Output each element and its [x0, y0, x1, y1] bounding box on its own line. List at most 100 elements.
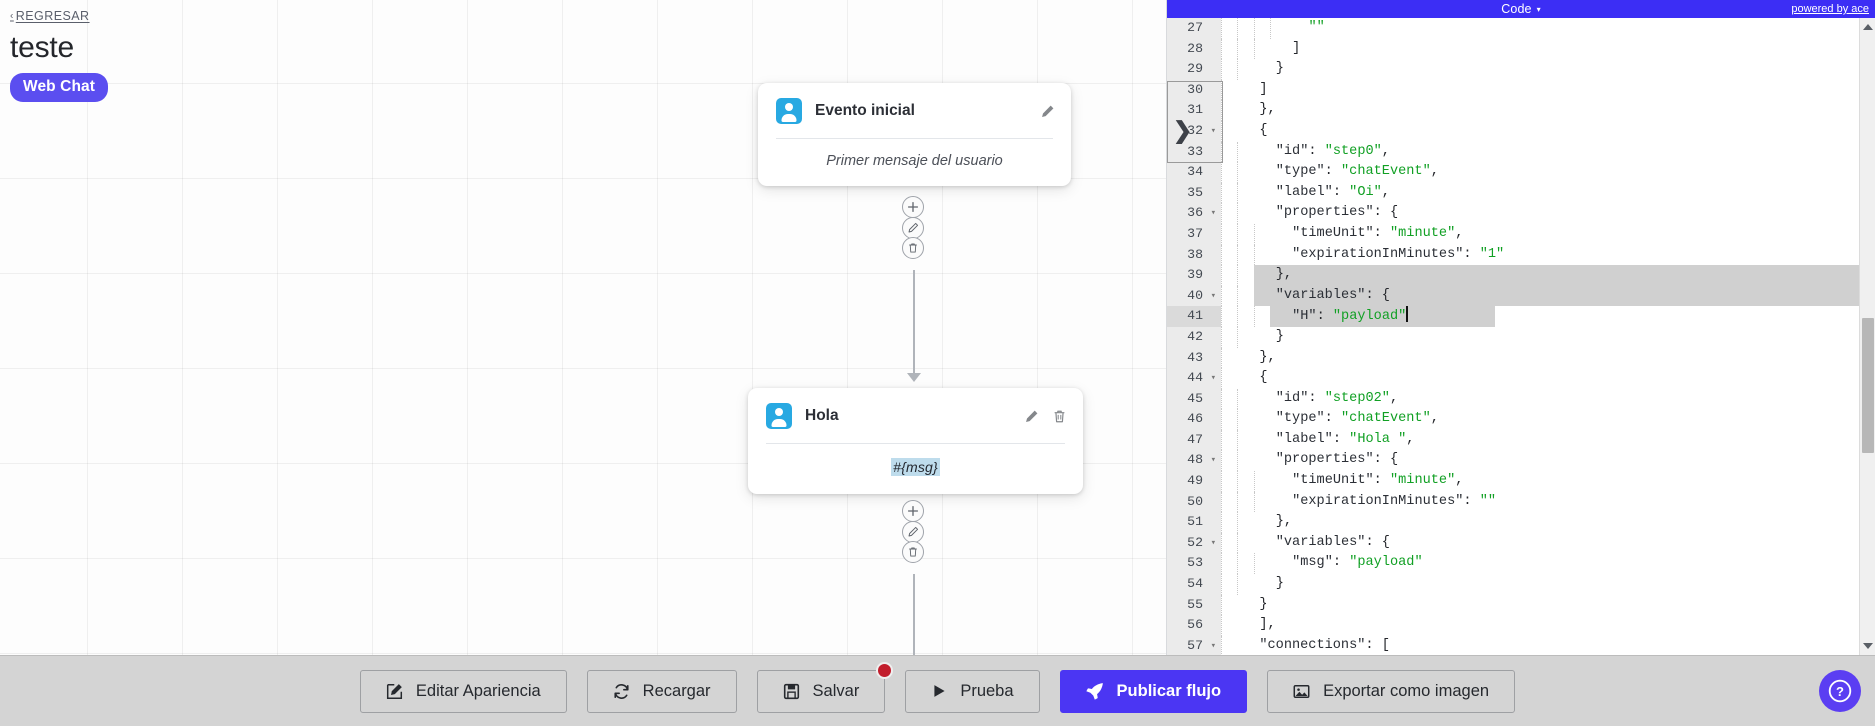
code-text-area[interactable]: 27""28]29}30]31},32▾{33"id": "step0",34"… — [1167, 18, 1875, 655]
line-number: 41 — [1167, 306, 1221, 327]
flow-node-evento-inicial[interactable]: Evento inicial Primer mensaje del usuari… — [758, 83, 1071, 186]
code-line[interactable]: 37"timeUnit": "minute", — [1167, 223, 1875, 245]
add-node-button[interactable] — [902, 196, 924, 218]
code-line[interactable]: 53"msg": "payload" — [1167, 553, 1875, 575]
back-link[interactable]: ‹REGRESAR — [10, 9, 90, 23]
scroll-up-arrow[interactable] — [1862, 24, 1873, 30]
code-line[interactable]: 36▾"properties": { — [1167, 203, 1875, 224]
code-line[interactable]: 28] — [1167, 38, 1875, 60]
code-line[interactable]: 55} — [1167, 594, 1875, 616]
code-line[interactable]: 27"" — [1167, 18, 1875, 39]
code-line[interactable]: 35"label": "Oi", — [1167, 182, 1875, 204]
code-line[interactable]: 42} — [1167, 326, 1875, 348]
indent-guide — [1237, 553, 1239, 575]
scroll-down-arrow[interactable] — [1862, 643, 1873, 649]
line-number: 49 — [1167, 471, 1221, 492]
code-line[interactable]: 31}, — [1167, 100, 1875, 121]
publicar-flujo-button[interactable]: Publicar flujo — [1059, 669, 1248, 713]
add-node-button-2[interactable] — [902, 500, 924, 522]
code-line[interactable]: 40▾"variables": { — [1167, 285, 1875, 307]
code-line-text: } — [1221, 59, 1875, 80]
line-number: 54 — [1167, 574, 1221, 595]
recargar-button[interactable]: Recargar — [586, 669, 737, 713]
edit-icon[interactable] — [1040, 104, 1055, 119]
powered-by-link[interactable]: powered by ace — [1791, 3, 1869, 15]
unsaved-changes-badge — [876, 661, 894, 679]
trash-icon[interactable] — [1052, 409, 1067, 424]
delete-node-button[interactable] — [902, 237, 924, 260]
code-line-text: "label": "Hola ", — [1221, 429, 1875, 451]
fold-toggle-icon[interactable]: ▾ — [1210, 373, 1216, 384]
indent-guide — [1270, 18, 1272, 39]
code-line[interactable]: 38"expirationInMinutes": "1" — [1167, 244, 1875, 266]
code-line[interactable]: 47"label": "Hola ", — [1167, 429, 1875, 451]
exportar-como-imagen-button[interactable]: Exportar como imagen — [1267, 669, 1516, 713]
code-line[interactable]: 44▾{ — [1167, 368, 1875, 389]
prueba-button[interactable]: Prueba — [905, 669, 1040, 713]
indent-guide — [1221, 244, 1222, 266]
code-line[interactable]: 43}, — [1167, 347, 1875, 369]
flow-canvas[interactable]: ‹REGRESAR teste Web Chat — [0, 0, 1166, 655]
line-number: 52▾ — [1167, 532, 1221, 554]
indent-guide — [1253, 18, 1255, 39]
code-line[interactable]: 46"type": "chatEvent", — [1167, 409, 1875, 430]
rocket-icon — [1085, 682, 1104, 700]
code-line[interactable]: 32▾{ — [1167, 120, 1875, 142]
editor-mode-selector[interactable]: Code ▾ — [1501, 2, 1540, 16]
code-line[interactable]: 48▾"properties": { — [1167, 450, 1875, 472]
node-placeholder-text: Primer mensaje del usuario — [826, 153, 1003, 169]
line-number: 31 — [1167, 100, 1221, 121]
code-line[interactable]: 52▾"variables": { — [1167, 532, 1875, 554]
indent-guide — [1221, 512, 1222, 533]
scrollbar-thumb[interactable] — [1862, 318, 1874, 453]
code-line[interactable]: 45"id": "step02", — [1167, 388, 1875, 410]
code-line[interactable]: 57▾"connections": [ — [1167, 635, 1875, 655]
line-number: 33 — [1167, 141, 1221, 163]
indent-guide — [1253, 471, 1255, 492]
node-header-2: Hola — [748, 388, 1083, 443]
code-line[interactable]: 30] — [1167, 79, 1875, 101]
line-number: 50 — [1167, 491, 1221, 513]
code-line[interactable]: 49"timeUnit": "minute", — [1167, 471, 1875, 492]
fold-toggle-icon[interactable]: ▾ — [1210, 208, 1216, 219]
indent-guide — [1221, 615, 1222, 636]
indent-guide — [1221, 265, 1222, 286]
edit-node-button[interactable] — [902, 216, 924, 239]
code-line-text: ], — [1221, 615, 1875, 636]
fold-toggle-icon[interactable]: ▾ — [1210, 537, 1216, 548]
edit-node-button-2[interactable] — [902, 520, 924, 543]
code-line[interactable]: 50"expirationInMinutes": "" — [1167, 491, 1875, 513]
code-line[interactable]: 29} — [1167, 59, 1875, 80]
line-number: 57▾ — [1167, 635, 1221, 655]
editar-apariencia-button[interactable]: Editar Apariencia — [359, 669, 567, 713]
selection-highlight — [1270, 306, 1495, 327]
salvar-button[interactable]: Salvar — [756, 661, 894, 713]
delete-node-button-2[interactable] — [902, 541, 924, 564]
flow-node-hola[interactable]: Hola #{msg} — [748, 388, 1083, 494]
code-line[interactable]: 34"type": "chatEvent", — [1167, 162, 1875, 183]
code-line[interactable]: 56], — [1167, 615, 1875, 636]
indent-guide — [1221, 141, 1222, 163]
help-button[interactable]: ? — [1819, 670, 1861, 712]
fold-toggle-icon[interactable]: ▾ — [1210, 290, 1216, 301]
editor-scrollbar[interactable] — [1859, 18, 1875, 655]
indent-guide — [1221, 79, 1222, 101]
edit-square-icon — [386, 683, 403, 700]
node-divider — [776, 138, 1053, 139]
code-line-text: }, — [1221, 100, 1875, 121]
fold-toggle-icon[interactable]: ▾ — [1210, 640, 1216, 651]
button-label: Publicar flujo — [1116, 681, 1222, 700]
code-line[interactable]: 39}, — [1167, 265, 1875, 286]
code-line[interactable]: 41"H": "payload" — [1167, 306, 1875, 327]
code-line[interactable]: 54} — [1167, 574, 1875, 595]
fold-toggle-icon[interactable]: ▾ — [1210, 455, 1216, 466]
line-number: 36▾ — [1167, 203, 1221, 224]
code-lines[interactable]: 27""28]29}30]31},32▾{33"id": "step0",34"… — [1167, 18, 1875, 655]
indent-guide — [1221, 635, 1222, 655]
fold-toggle-icon[interactable]: ▾ — [1210, 125, 1216, 136]
code-line[interactable]: 33"id": "step0", — [1167, 141, 1875, 163]
code-line-text: } — [1221, 594, 1875, 616]
edit-icon[interactable] — [1024, 409, 1039, 424]
code-line[interactable]: 51}, — [1167, 512, 1875, 533]
